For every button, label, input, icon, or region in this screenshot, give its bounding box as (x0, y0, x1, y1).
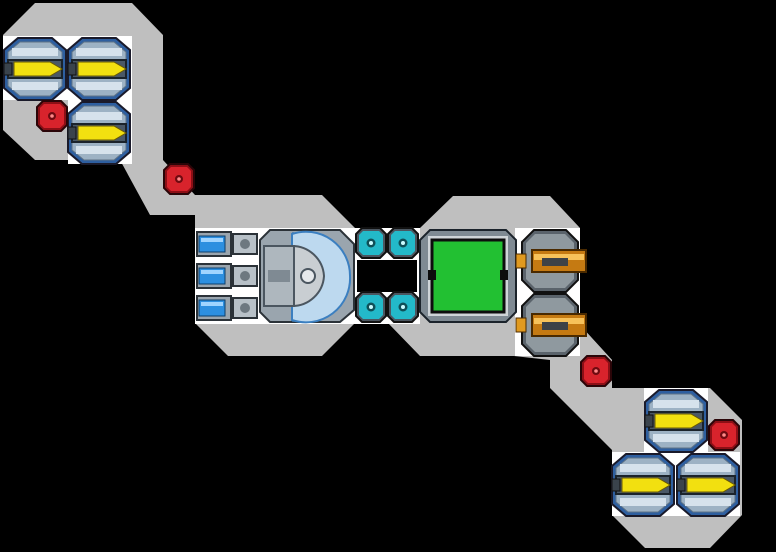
orange-laser-cannon-icon[interactable] (515, 293, 587, 357)
red-armor-block-icon[interactable] (580, 355, 612, 387)
yellow-cannon-turret-icon[interactable] (676, 453, 740, 517)
yellow-cannon-turret-icon[interactable] (3, 37, 67, 101)
cyan-shield-emitter-icon[interactable] (355, 227, 387, 259)
yellow-cannon-turret-icon[interactable] (611, 453, 675, 517)
yellow-cannon-turret-icon[interactable] (67, 37, 131, 101)
blue-thruster-icon[interactable] (196, 295, 258, 321)
yellow-cannon-turret-icon[interactable] (644, 389, 708, 453)
circular-gyroscope-block[interactable] (259, 229, 355, 324)
blue-thruster-icon[interactable] (196, 263, 258, 289)
hull-gap (357, 260, 417, 292)
cyan-shield-emitter-icon[interactable] (387, 291, 419, 323)
orange-laser-cannon-icon[interactable] (515, 229, 587, 293)
green-core-block[interactable] (419, 229, 517, 323)
blue-thruster-icon[interactable] (196, 231, 258, 257)
cyan-shield-emitter-icon[interactable] (355, 291, 387, 323)
red-armor-block-icon[interactable] (36, 100, 68, 132)
cyan-shield-emitter-icon[interactable] (387, 227, 419, 259)
red-armor-block-icon[interactable] (163, 163, 195, 195)
yellow-cannon-turret-icon[interactable] (67, 101, 131, 165)
red-armor-block-icon[interactable] (708, 419, 740, 451)
